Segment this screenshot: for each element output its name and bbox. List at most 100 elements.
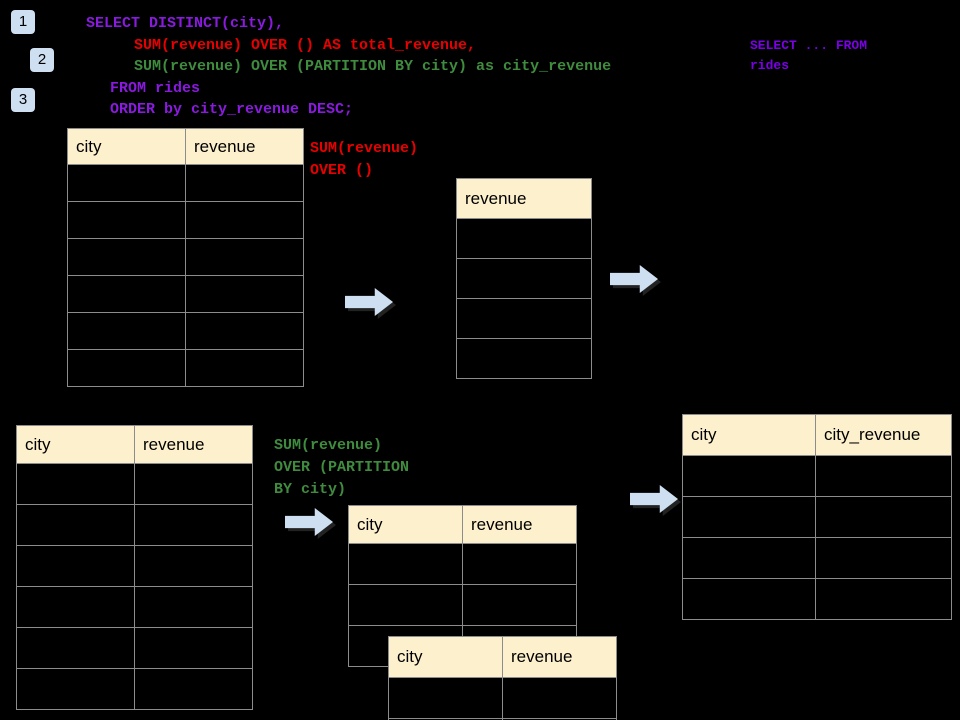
table-row xyxy=(456,338,592,379)
table-cell xyxy=(388,677,503,719)
sum-over-partition-label: SUM(revenue) OVER (PARTITION BY city) xyxy=(274,437,410,498)
sql-line-4: FROM rides xyxy=(110,79,201,97)
sql-line-1: SELECT DISTINCT(city), xyxy=(86,15,285,32)
table-cell xyxy=(456,298,592,339)
column-header-city: city xyxy=(348,505,463,544)
step-badge-3: 3 xyxy=(11,88,35,112)
table-row xyxy=(16,545,253,587)
table-cell xyxy=(502,677,617,719)
table-cell xyxy=(16,504,135,546)
table-cell xyxy=(815,496,952,538)
table-cell xyxy=(682,455,816,497)
sum-over-empty-label: SUM(revenue) OVER () xyxy=(310,140,419,179)
table-row xyxy=(456,218,592,259)
arrow-partition-to-result xyxy=(630,485,682,517)
table-cell xyxy=(815,537,952,579)
table-row xyxy=(348,543,577,585)
table-row xyxy=(67,275,304,313)
table-cell xyxy=(134,586,253,628)
table-cell xyxy=(348,543,463,585)
table-row xyxy=(456,298,592,339)
table-row xyxy=(388,677,617,719)
table-cell xyxy=(462,543,577,585)
table-row xyxy=(682,455,952,497)
column-header-city_revenue: city_revenue xyxy=(815,414,952,456)
table-cell xyxy=(67,312,186,350)
table-row xyxy=(348,584,577,626)
table-row xyxy=(456,258,592,299)
table-row xyxy=(388,718,617,720)
total-revenue-table: revenue xyxy=(456,178,592,379)
column-header-revenue: revenue xyxy=(185,128,304,165)
table-row xyxy=(16,504,253,546)
arrow-source-to-partition xyxy=(285,508,337,540)
table-cell xyxy=(682,496,816,538)
table-cell xyxy=(185,164,304,202)
table-cell xyxy=(815,578,952,620)
table-cell xyxy=(16,545,135,587)
column-header-city: city xyxy=(67,128,186,165)
table-cell xyxy=(185,275,304,313)
table-cell xyxy=(134,668,253,710)
table-row xyxy=(682,496,952,538)
arrow-total-to-result xyxy=(610,265,662,297)
column-header-revenue: revenue xyxy=(456,178,592,219)
table-cell xyxy=(67,164,186,202)
select-from-rides-label: SELECT ... FROM rides xyxy=(750,38,868,73)
sql-line-3: SUM(revenue) OVER (PARTITION BY city) as… xyxy=(134,58,612,75)
arrow-body xyxy=(285,508,333,536)
table-cell xyxy=(67,238,186,276)
table-cell xyxy=(348,584,463,626)
table-row xyxy=(67,201,304,239)
sql-code-block: SELECT DISTINCT(city), SUM(revenue) OVER … xyxy=(86,13,611,121)
sql-line-2: SUM(revenue) OVER () AS total_revenue, xyxy=(134,36,477,54)
table-cell xyxy=(134,463,253,505)
column-header-revenue: revenue xyxy=(462,505,577,544)
sql-line-5: ORDER by city_revenue DESC; xyxy=(110,101,354,118)
table-cell xyxy=(16,586,135,628)
arrow-body xyxy=(630,485,678,513)
arrow-source-to-total xyxy=(345,288,397,320)
table-cell xyxy=(134,545,253,587)
table-row xyxy=(67,312,304,350)
table-row xyxy=(16,463,253,505)
column-header-city: city xyxy=(682,414,816,456)
arrow-body xyxy=(345,288,393,316)
table-cell xyxy=(456,258,592,299)
table-cell xyxy=(67,349,186,387)
column-header-revenue: revenue xyxy=(134,425,253,464)
table-row xyxy=(16,627,253,669)
table-row xyxy=(67,164,304,202)
table-cell xyxy=(185,201,304,239)
table-row xyxy=(682,578,952,620)
table-cell xyxy=(815,455,952,497)
table-row xyxy=(682,537,952,579)
arrow-body xyxy=(610,265,658,293)
table-row xyxy=(16,668,253,710)
table-cell xyxy=(502,718,617,720)
table-cell xyxy=(185,238,304,276)
table-cell xyxy=(682,537,816,579)
table-row xyxy=(67,238,304,276)
column-header-city: city xyxy=(388,636,503,678)
column-header-city: city xyxy=(16,425,135,464)
table-header-row: revenue xyxy=(456,178,592,219)
table-cell xyxy=(682,578,816,620)
table-row xyxy=(16,586,253,628)
table-cell xyxy=(16,627,135,669)
table-cell xyxy=(185,349,304,387)
table-cell xyxy=(16,463,135,505)
table-cell xyxy=(67,201,186,239)
table-cell xyxy=(67,275,186,313)
table-cell xyxy=(16,668,135,710)
